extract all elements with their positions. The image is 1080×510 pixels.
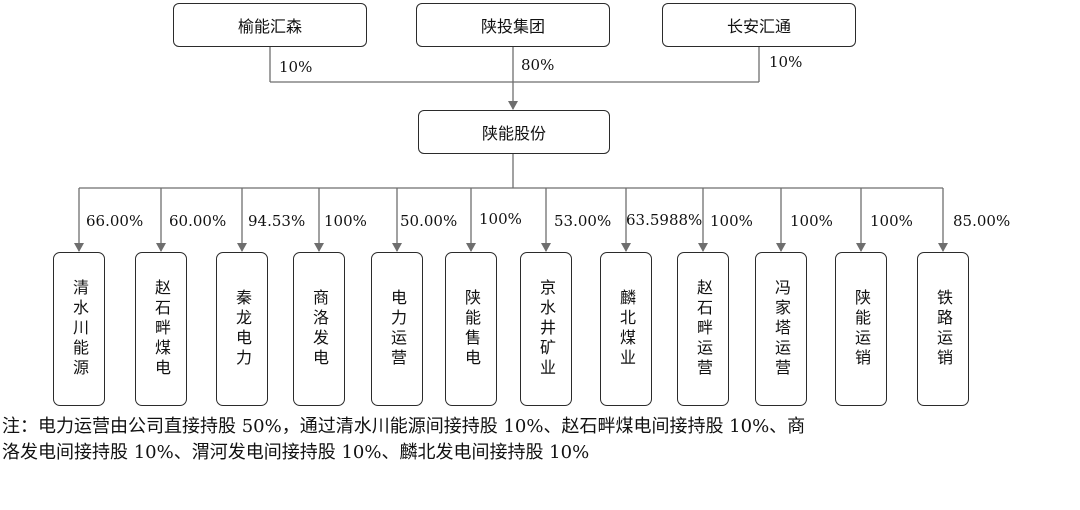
arrowhead (776, 243, 786, 252)
subsidiary-pct: 53.00% (554, 212, 612, 230)
shareholder-pct: 80% (521, 56, 555, 74)
subsidiary-name: 清水川能源 (70, 279, 89, 379)
subsidiary-box: 陕能运销 (835, 252, 887, 406)
subsidiary-pct: 100% (870, 212, 913, 230)
arrowhead (938, 243, 948, 252)
arrowhead (314, 243, 324, 252)
shareholder-pct: 10% (769, 53, 803, 71)
subsidiary-name: 麟北煤业 (617, 289, 636, 369)
subsidiary-name: 铁路运销 (934, 289, 953, 369)
shareholder-box: 陕投集团 (416, 3, 610, 47)
shareholder-name: 长安汇通 (726, 17, 791, 36)
subsidiary-pct: 100% (324, 212, 367, 230)
arrowhead (466, 243, 476, 252)
arrowhead (237, 243, 247, 252)
arrowhead (541, 243, 551, 252)
shareholder-pct: 10% (279, 58, 313, 76)
subsidiary-box: 赵石畔运营 (677, 252, 729, 406)
arrowhead (74, 243, 84, 252)
subsidiary-pct: 66.00% (86, 212, 144, 230)
shareholder-box: 榆能汇森 (173, 3, 367, 47)
subsidiary-name: 陕能售电 (462, 289, 481, 369)
footnote: 注：电力运营由公司直接持股 50%，通过清水川能源间接持股 10%、赵石畔煤电间… (2, 414, 1078, 466)
arrowhead (698, 243, 708, 252)
subsidiary-pct: 100% (479, 210, 522, 228)
subsidiary-box: 麟北煤业 (600, 252, 652, 406)
subsidiary-pct: 94.53% (248, 212, 306, 230)
subsidiary-name: 冯家塔运营 (772, 279, 791, 379)
subsidiary-name: 陕能运销 (852, 289, 871, 369)
shareholder-name: 陕投集团 (480, 17, 545, 36)
subsidiary-name: 商洛发电 (310, 289, 329, 369)
subsidiary-box: 电力运营 (371, 252, 423, 406)
arrowhead (621, 243, 631, 252)
arrowhead (508, 101, 518, 110)
subsidiary-pct: 60.00% (169, 212, 227, 230)
subsidiary-pct: 63.5988% (626, 211, 703, 229)
shareholder-box: 长安汇通 (662, 3, 856, 47)
arrowhead (856, 243, 866, 252)
subsidiary-name: 电力运营 (388, 289, 407, 369)
subsidiary-name: 赵石畔煤电 (152, 279, 171, 379)
subsidiary-pct: 100% (710, 212, 753, 230)
footnote-line: 洛发电间接持股 10%、渭河发电间接持股 10%、麟北发电间接持股 10% (2, 442, 590, 463)
company-name: 陕能股份 (481, 124, 546, 143)
subsidiary-name: 秦龙电力 (233, 289, 252, 369)
subsidiary-pct: 100% (790, 212, 833, 230)
subsidiary-name: 京水井矿业 (537, 279, 556, 379)
subsidiary-box: 铁路运销 (917, 252, 969, 406)
subsidiary-box: 秦龙电力 (216, 252, 268, 406)
subsidiary-box: 冯家塔运营 (755, 252, 807, 406)
footnote-line: 注：电力运营由公司直接持股 50%，通过清水川能源间接持股 10%、赵石畔煤电间… (2, 416, 806, 437)
subsidiary-box: 赵石畔煤电 (135, 252, 187, 406)
arrowhead (156, 243, 166, 252)
shareholder-name: 榆能汇森 (237, 17, 302, 36)
company-box: 陕能股份 (418, 110, 610, 154)
subsidiary-pct: 85.00% (953, 212, 1011, 230)
subsidiary-box: 京水井矿业 (520, 252, 572, 406)
subsidiary-box: 商洛发电 (293, 252, 345, 406)
arrowhead (392, 243, 402, 252)
subsidiary-pct: 50.00% (400, 212, 458, 230)
subsidiary-box: 陕能售电 (445, 252, 497, 406)
subsidiary-name: 赵石畔运营 (694, 279, 713, 379)
subsidiary-box: 清水川能源 (53, 252, 105, 406)
